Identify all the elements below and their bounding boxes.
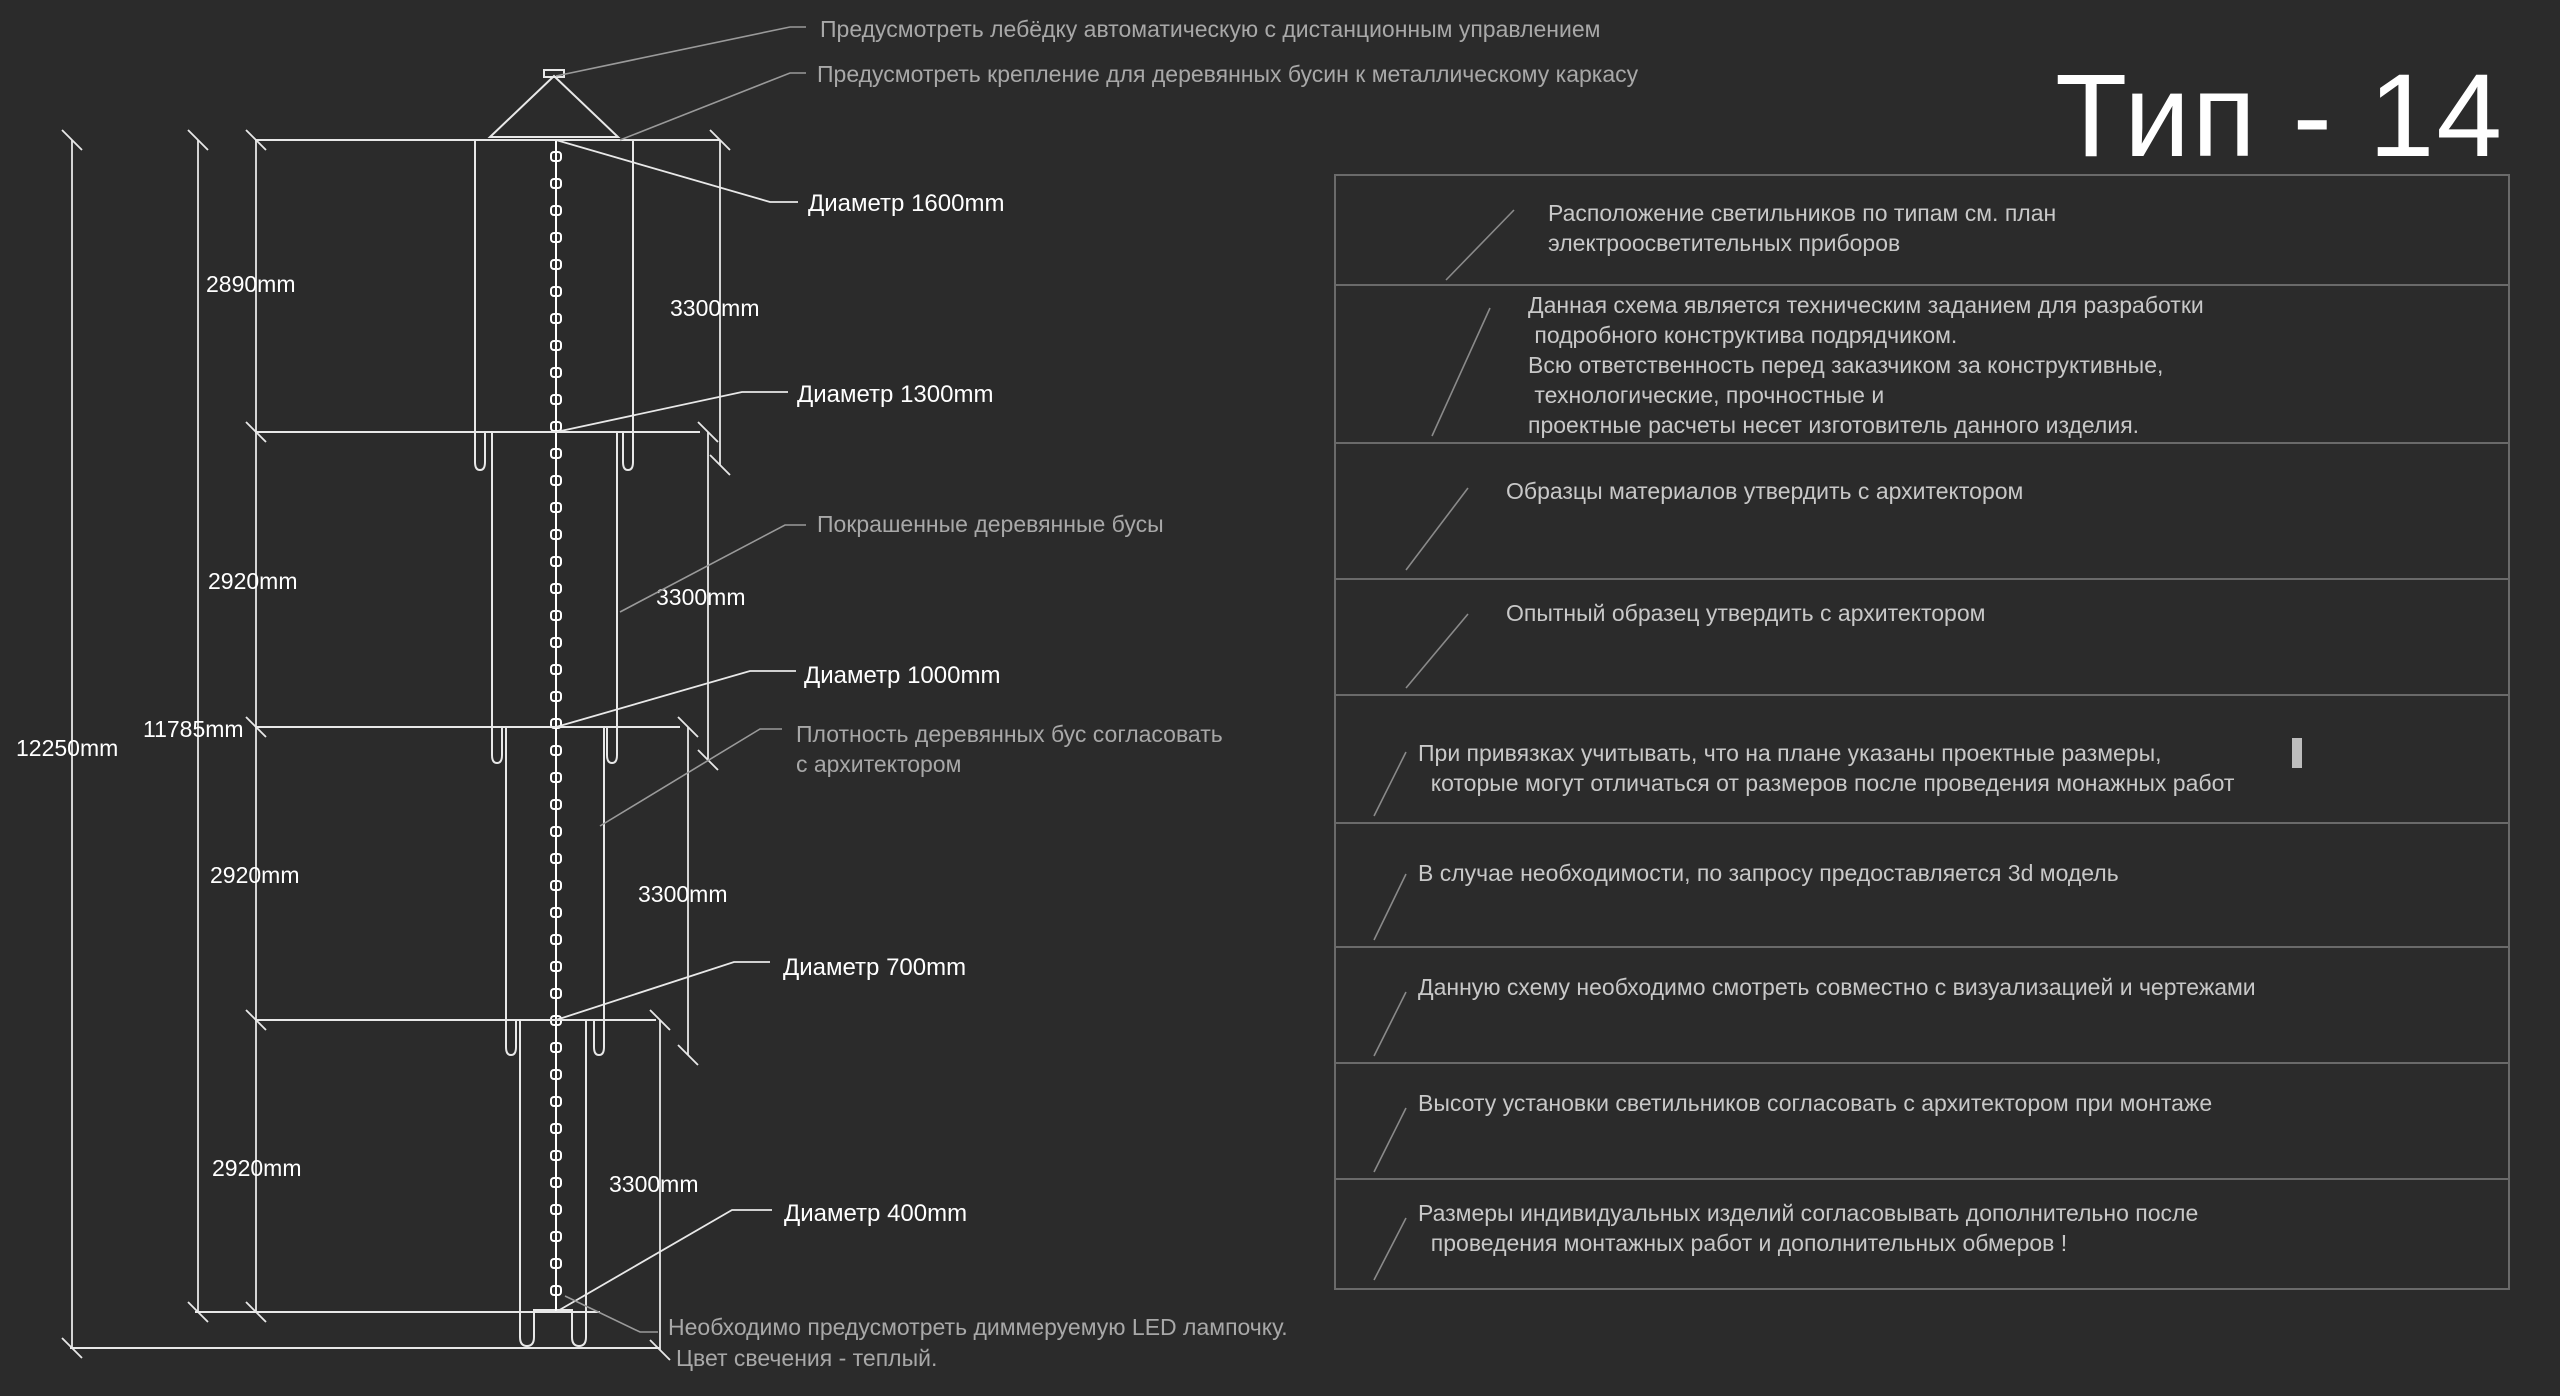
note-text: Данная схема является техническим задани…: [1528, 292, 2204, 438]
dim-total: 12250mm: [16, 735, 118, 761]
callout-bead-mount: Предусмотреть крепление для деревянных б…: [817, 61, 1639, 87]
note-row: Данная схема является техническим задани…: [1336, 286, 2508, 444]
wooden-bead: [550, 880, 562, 891]
wooden-bead: [550, 1285, 562, 1296]
callout-painted-beads: Покрашенные деревянные бусы: [817, 511, 1164, 537]
wooden-bead: [550, 313, 562, 324]
wooden-bead: [550, 691, 562, 702]
diameter-1000-label: Диаметр 1000mm: [804, 662, 1000, 689]
note-text: Расположение светильников по типам см. п…: [1548, 200, 2057, 256]
wooden-bead: [550, 340, 562, 351]
note-text: Образцы материалов утвердить с архитекто…: [1506, 478, 2024, 504]
wooden-bead: [550, 1231, 562, 1242]
callout-led-1: Необходимо предусмотреть диммеруемую LED…: [668, 1314, 1288, 1340]
cylinder-700: [519, 1019, 587, 1348]
wooden-bead: [550, 1177, 562, 1188]
winch-cap: [543, 69, 565, 78]
wooden-bead: [550, 988, 562, 999]
wooden-bead: [550, 853, 562, 864]
wooden-bead: [550, 934, 562, 945]
note-text: Высоту установки светильников согласоват…: [1418, 1090, 2213, 1116]
wooden-bead: [550, 448, 562, 459]
note-text: Данную схему необходимо смотреть совмест…: [1418, 974, 2256, 1000]
wooden-bead: [550, 1069, 562, 1080]
callout-winch: Предусмотреть лебёдку автоматическую с д…: [820, 16, 1600, 42]
wooden-bead: [550, 772, 562, 783]
wooden-bead: [550, 475, 562, 486]
dim-body: 11785mm: [143, 716, 244, 742]
wooden-bead: [550, 394, 562, 405]
note-row: Расположение светильников по типам см. п…: [1336, 176, 2508, 286]
wooden-bead: [550, 664, 562, 675]
note-row: Образцы материалов утвердить с архитекто…: [1336, 444, 2508, 580]
wooden-bead: [550, 1204, 562, 1215]
wooden-bead: [550, 1150, 562, 1161]
wooden-bead: [550, 961, 562, 972]
wooden-bead: [550, 799, 562, 810]
wooden-bead: [550, 259, 562, 270]
diameter-1600-label: Диаметр 1600mm: [808, 190, 1004, 217]
dim-section-3: 2920mm: [210, 862, 299, 888]
wooden-bead: [550, 151, 562, 162]
dim-section-4: 2920mm: [212, 1155, 301, 1181]
callout-density-1: Плотность деревянных бус согласовать: [796, 721, 1223, 747]
note-row: Высоту установки светильников согласоват…: [1336, 1064, 2508, 1180]
wooden-bead: [550, 1258, 562, 1269]
callout-density-2: с архитектором: [796, 751, 961, 777]
note-row: Размеры индивидуальных изделий согласовы…: [1336, 1180, 2508, 1288]
notes-panel: Расположение светильников по типам см. п…: [1334, 174, 2510, 1290]
note-text: В случае необходимости, по запросу предо…: [1418, 860, 2119, 886]
diameter-700-label: Диаметр 700mm: [783, 954, 966, 981]
wooden-bead: [550, 556, 562, 567]
wooden-bead: [550, 178, 562, 189]
note-row: Данную схему необходимо смотреть совмест…: [1336, 948, 2508, 1064]
dim-section-2: 2920mm: [208, 568, 297, 594]
callout-led-2: Цвет свечения - теплый.: [676, 1345, 937, 1371]
note-row: В случае необходимости, по запросу предо…: [1336, 824, 2508, 948]
dim-cyl-1: 3300mm: [670, 295, 759, 321]
dim-cyl-2: 3300mm: [656, 584, 745, 610]
wooden-bead: [550, 583, 562, 594]
note-text: Опытный образец утвердить с архитектором: [1506, 600, 1986, 626]
text-cursor: [2292, 738, 2302, 768]
diameter-400-label: Диаметр 400mm: [784, 1200, 967, 1227]
wooden-bead: [550, 529, 562, 540]
sheet-title: Тип - 14: [2055, 50, 2504, 182]
wooden-bead: [550, 205, 562, 216]
note-row: При привязках учитывать, что на плане ук…: [1336, 696, 2508, 824]
wooden-bead: [550, 367, 562, 378]
note-row: Опытный образец утвердить с архитектором: [1336, 580, 2508, 696]
note-text: Размеры индивидуальных изделий согласовы…: [1418, 1200, 2199, 1256]
wooden-bead: [550, 502, 562, 513]
wooden-bead: [550, 1123, 562, 1134]
wooden-bead: [550, 637, 562, 648]
wooden-bead: [550, 232, 562, 243]
diameter-1300-label: Диаметр 1300mm: [797, 381, 993, 408]
wooden-bead: [550, 745, 562, 756]
cylinder-1300: [491, 431, 618, 765]
wooden-bead: [550, 907, 562, 918]
dim-section-1: 2890mm: [206, 271, 295, 297]
dim-cyl-4: 3300mm: [609, 1171, 698, 1197]
top-cone: [487, 74, 621, 138]
wooden-bead: [550, 826, 562, 837]
wooden-bead: [550, 286, 562, 297]
wooden-bead: [550, 610, 562, 621]
wooden-bead: [550, 1096, 562, 1107]
dim-cyl-3: 3300mm: [638, 881, 727, 907]
note-text: При привязках учитывать, что на плане ук…: [1418, 740, 2235, 796]
wooden-bead: [550, 1042, 562, 1053]
